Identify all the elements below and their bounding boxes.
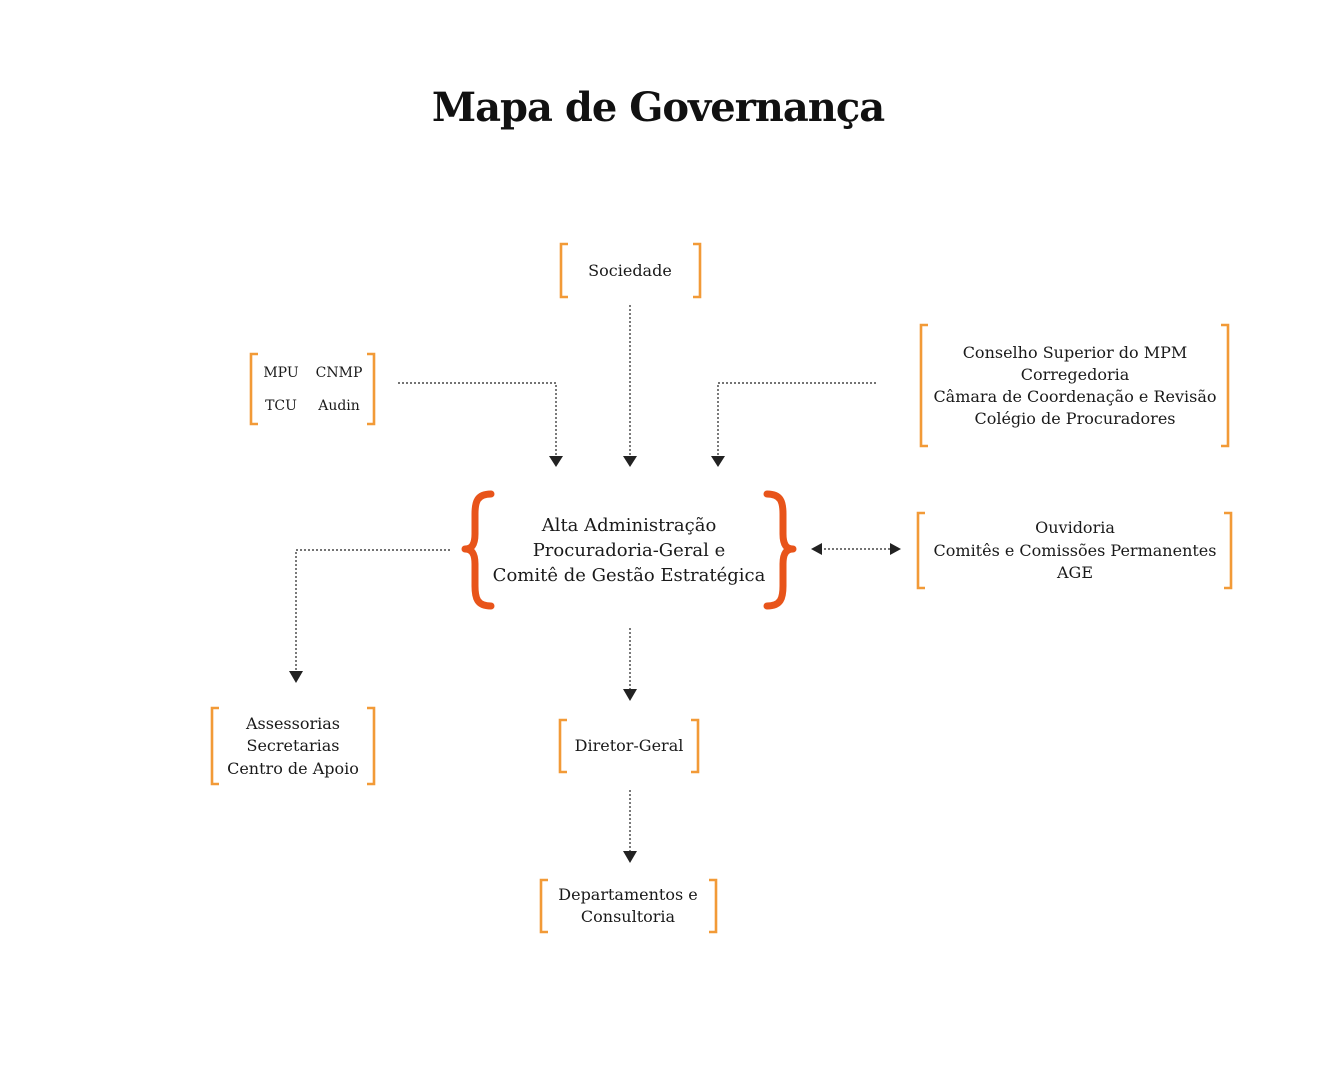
arrowhead-ouvidoria-left [811,543,822,555]
controle-item-tcu: TCU [265,398,297,414]
node-sociedade: Sociedade [588,261,672,280]
node-ouvidoria: Ouvidoria Comitês e Comissões Permanente… [934,518,1217,582]
bracket-diretor-left [558,718,567,774]
arrowhead-sociedade [623,456,637,467]
controle-item-audin: Audin [317,398,360,414]
alta-administracao-line: Comitê de Gestão Estratégica [493,565,766,586]
ouvidoria-line: Ouvidoria [1035,518,1115,537]
bracket-conselhos-left [919,323,928,448]
bracket-assessorias-right [367,706,376,786]
bracket-conselhos-right [1221,323,1230,448]
node-alta-administracao: Alta Administração Procuradoria-Geral e … [493,515,766,586]
diagram-title: Mapa de Governança [431,84,885,131]
diretor-geral-line: Diretor-Geral [575,736,684,755]
node-conselhos: Conselho Superior do MPM Corregedoria Câ… [933,343,1216,428]
arrowhead-diretor [623,689,637,701]
arrowhead-assessorias [289,671,303,683]
bracket-departamentos-right [709,878,718,934]
connector-controle-externo [398,382,557,456]
node-departamentos: Departamentos e Consultoria [558,885,697,926]
bracket-diretor-right [691,718,700,774]
node-controle-externo: MPU CNMP TCU Audin [263,365,362,414]
alta-administracao-line: Procuradoria-Geral e [533,540,726,561]
departamentos-line: Consultoria [581,907,676,926]
bracket-controle-left [249,352,258,426]
departamentos-line: Departamentos e [558,885,697,904]
node-diretor-geral: Diretor-Geral [575,736,684,755]
ouvidoria-line: Comitês e Comissões Permanentes [934,541,1217,560]
arrowhead-ouvidoria-right [890,543,901,555]
bracket-sociedade-left [559,242,568,299]
connector-conselhos [717,382,876,456]
bracket-sociedade-right [693,242,702,299]
bracket-ouvidoria-left [916,511,925,590]
conselhos-line: Colégio de Procuradores [974,409,1175,428]
arrowhead-controle-externo [549,456,563,467]
brackets [210,242,1233,934]
connectors [295,305,892,852]
arrowheads [289,456,901,863]
sociedade-line: Sociedade [588,261,672,280]
assessorias-line: Assessorias [245,714,340,733]
bracket-departamentos-left [539,878,548,934]
conselhos-line: Câmara de Coordenação e Revisão [933,387,1216,406]
brace-left [461,490,495,610]
ouvidoria-line: AGE [1056,563,1093,582]
alta-administracao-line: Alta Administração [541,515,717,536]
conselhos-line: Conselho Superior do MPM [963,343,1188,362]
brace-right [763,490,797,610]
controle-item-mpu: MPU [263,365,299,381]
bracket-ouvidoria-right [1224,511,1233,590]
assessorias-line: Secretarias [247,736,340,755]
node-assessorias: Assessorias Secretarias Centro de Apoio [227,714,359,778]
conselhos-line: Corregedoria [1021,365,1130,384]
bracket-assessorias-left [210,706,219,786]
bracket-controle-right [367,352,376,426]
connector-assessorias [295,549,450,672]
controle-item-cnmp: CNMP [316,365,363,381]
assessorias-line: Centro de Apoio [227,759,359,778]
arrowhead-conselhos [711,456,725,467]
arrowhead-departamentos [623,851,637,863]
curly-braces [461,490,797,610]
